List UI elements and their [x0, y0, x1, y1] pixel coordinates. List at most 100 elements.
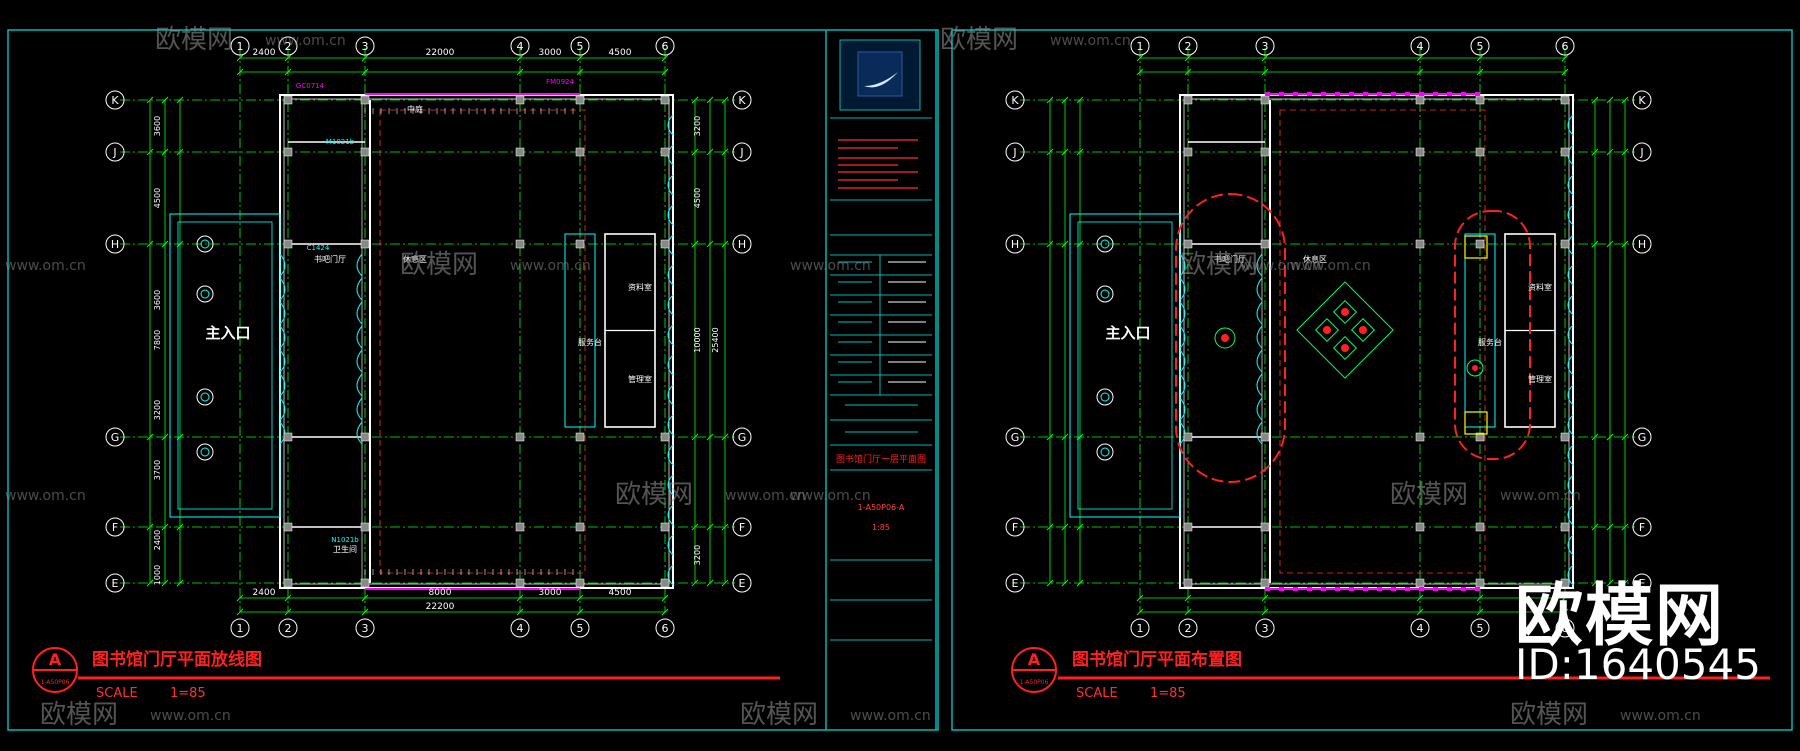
- structural-column: [1183, 239, 1193, 249]
- window-marker: [1349, 587, 1354, 591]
- dimension-tick: [1476, 608, 1484, 616]
- structural-column: [1560, 432, 1570, 442]
- watermark-url: www.om.cn: [1050, 33, 1131, 49]
- dimension-tick: [576, 608, 584, 616]
- dimension-text: 4500: [693, 188, 702, 208]
- side-door-arc: [1567, 174, 1574, 196]
- axis-label: 5: [577, 40, 584, 53]
- svg-text:A: A: [49, 650, 62, 669]
- watermark-url: www.om.cn: [850, 708, 931, 724]
- dimension-tick: [361, 608, 369, 616]
- dimension-tick: [1046, 523, 1054, 531]
- dimension-tick: [576, 594, 584, 602]
- axis-bubble: [1005, 142, 1025, 162]
- axis-label: F: [112, 521, 118, 534]
- entry-column: [1096, 443, 1114, 461]
- axis-label: J: [1012, 146, 1016, 159]
- dimension-text: 22200: [426, 602, 455, 612]
- dimension-tick: [721, 579, 729, 587]
- axis-bubble: [655, 36, 675, 56]
- furniture-group: [1296, 281, 1394, 379]
- watermark-url: www.om.cn: [265, 33, 346, 49]
- structural-column: [360, 95, 370, 105]
- side-door-arc: [667, 204, 674, 226]
- structural-column: [515, 147, 525, 157]
- curtain-wall-arc: [1179, 349, 1186, 373]
- structural-column: [1415, 432, 1425, 442]
- window-marker: [1405, 587, 1410, 591]
- watermark-url: www.om.cn: [1500, 488, 1581, 504]
- axis-bubble: [1632, 234, 1652, 254]
- dimension-tick: [1076, 579, 1084, 587]
- window-marker: [1475, 92, 1480, 96]
- dimension-tick: [1136, 594, 1144, 602]
- side-door-arc: [1567, 324, 1574, 346]
- axis-label: 6: [1562, 622, 1569, 635]
- dimension-tick: [1591, 579, 1599, 587]
- structural-column: [1183, 578, 1193, 588]
- room-label: 中庭: [407, 104, 423, 114]
- structural-column: [1183, 522, 1193, 532]
- furniture-accent: [1323, 326, 1331, 334]
- structural-column: [1560, 522, 1570, 532]
- axis-bubble: [1632, 142, 1652, 162]
- dimension-text: 10000: [693, 327, 702, 352]
- structural-column: [1260, 432, 1270, 442]
- furniture-piece: [1314, 317, 1340, 343]
- side-door-arc: [667, 174, 674, 196]
- watermark-brand: 欧模网: [740, 700, 818, 730]
- watermark-url: www.om.cn: [5, 258, 86, 274]
- axis-label: 3: [362, 40, 369, 53]
- curtain-wall-arc: [279, 373, 286, 397]
- axis-bubble: [278, 36, 298, 56]
- structural-column: [660, 95, 670, 105]
- axis-label: G: [1011, 431, 1020, 444]
- dimension-text: 1000: [153, 565, 162, 585]
- dimension-tick: [1621, 148, 1629, 156]
- dimension-text: 4500: [153, 188, 162, 208]
- structural-column: [1260, 147, 1270, 157]
- structural-column: [515, 239, 525, 249]
- layout-outline: [1279, 109, 1486, 574]
- dimension-text: 8000: [429, 588, 452, 598]
- dimension-tick: [1591, 96, 1599, 104]
- side-door-arc: [667, 114, 674, 136]
- left-scale-value: 1=85: [170, 686, 206, 701]
- room-label: 主入口: [1105, 324, 1150, 342]
- furniture-piece: [1466, 359, 1484, 377]
- dimension-tick: [1606, 579, 1614, 587]
- axis-bubble: [1005, 427, 1025, 447]
- side-door-arc: [1567, 564, 1574, 586]
- window-marker: [1335, 92, 1340, 96]
- dimension-tick: [176, 96, 184, 104]
- axis-label: J: [739, 146, 743, 159]
- dimension-tick: [146, 433, 154, 441]
- room-label: 服务台: [578, 337, 602, 347]
- dimension-tick: [1561, 608, 1569, 616]
- side-door-arc: [1567, 384, 1574, 406]
- dimension-tick: [1076, 96, 1084, 104]
- left-title-block: A 1-A50P06 图书馆门厅平面放线图 SCALE 1=85: [32, 647, 780, 701]
- dimension-tick: [176, 148, 184, 156]
- side-door-arc: [1567, 474, 1574, 496]
- dimension-tick: [1184, 68, 1192, 76]
- axis-label: 5: [1477, 40, 1484, 53]
- dimension-tick: [721, 148, 729, 156]
- dimension-tick: [1591, 523, 1599, 531]
- curtain-wall-arc: [1256, 421, 1263, 445]
- axis-label: E: [739, 577, 746, 590]
- axis-bubble: [1005, 234, 1025, 254]
- dimension-text: 3200: [693, 545, 702, 565]
- structural-column: [283, 147, 293, 157]
- dimension-text: 25400: [711, 327, 720, 352]
- axis-bubble: [1255, 618, 1275, 638]
- dimension-tick: [1046, 96, 1054, 104]
- curtain-wall-arc: [279, 397, 286, 421]
- axis-label: F: [1639, 521, 1645, 534]
- curtain-wall-arc: [356, 325, 363, 349]
- entry-column: [196, 285, 214, 303]
- dimension-tick: [1184, 54, 1192, 62]
- window-marker: [1335, 587, 1340, 591]
- furniture-piece: [1332, 299, 1358, 325]
- entry-column-core: [1100, 289, 1110, 299]
